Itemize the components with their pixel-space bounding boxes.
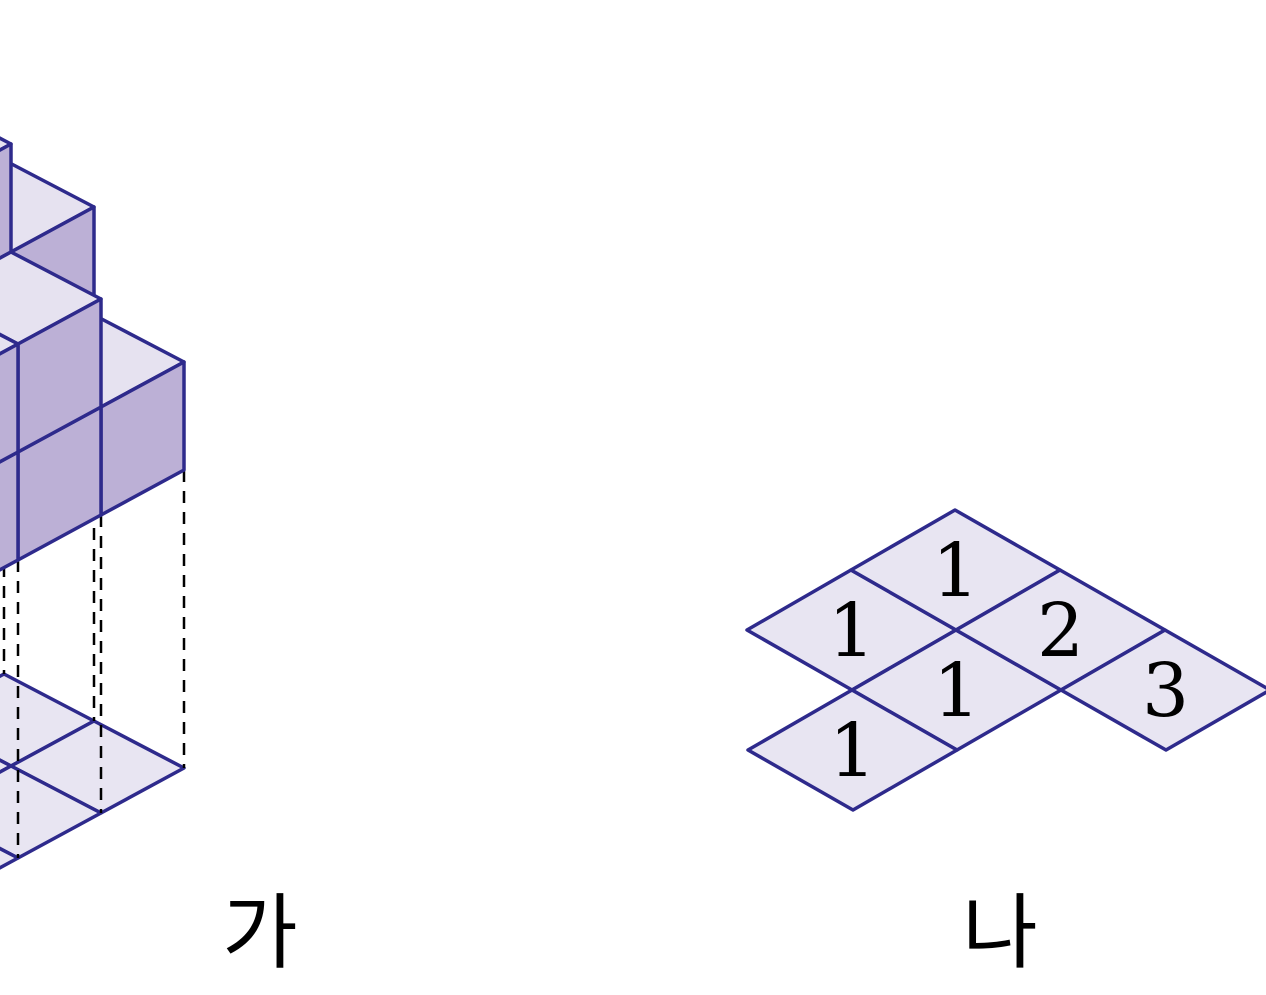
grid-cell-right: 3 (1059, 628, 1266, 752)
base-footprint (0, 672, 186, 870)
base-cell (0, 846, 20, 870)
cube-count-label: 1 (829, 708, 876, 794)
cube-count-label: 1 (932, 528, 979, 614)
unit-cube (0, 332, 20, 464)
cube-count-label: 1 (828, 588, 875, 674)
grid-cell-center: 1 (850, 628, 1063, 752)
grid-cell-bottom-left: 1 (746, 688, 959, 812)
figure-label-na: 나 (962, 886, 1038, 981)
cube-count-label: 3 (1142, 648, 1189, 734)
stacked-cubes-figure (0, 136, 186, 870)
cube-right-face (0, 142, 13, 260)
grid-cell-face (746, 688, 959, 812)
cube-right-face (0, 450, 20, 572)
figure-label-ga: 가 (222, 886, 298, 981)
cube-count-label: 1 (933, 648, 980, 734)
cube-count-label: 2 (1037, 588, 1084, 674)
unit-cube (0, 136, 13, 260)
grid-cell-face (1059, 628, 1266, 752)
cube-top-face (0, 332, 20, 356)
cube-stack (0, 136, 186, 572)
cube-right-face (0, 342, 20, 464)
